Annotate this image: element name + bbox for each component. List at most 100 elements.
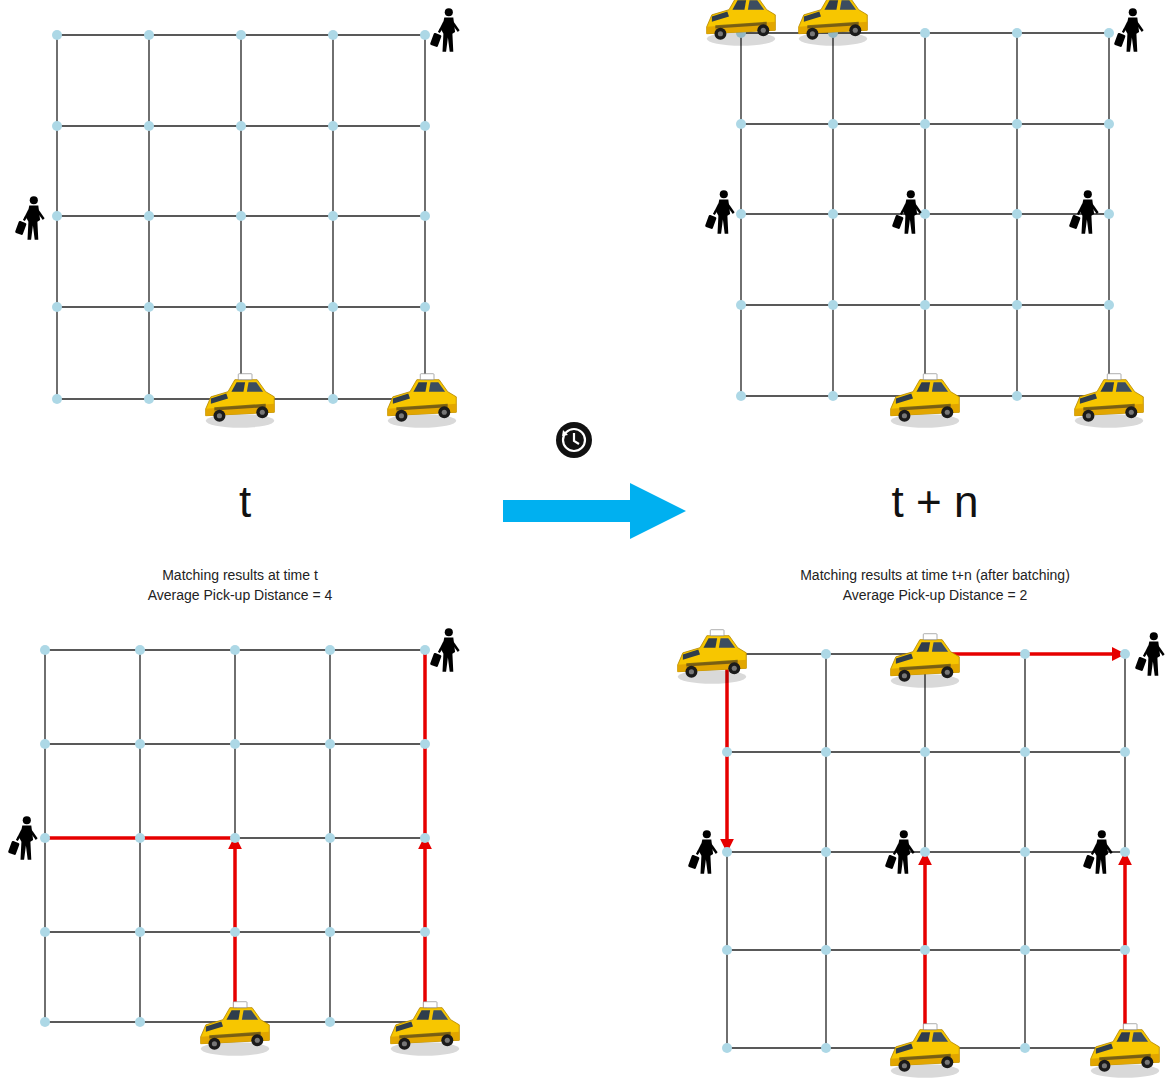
panel-caption: Average Pick-up Distance = 4: [148, 586, 333, 604]
time-label: t: [239, 478, 251, 526]
grid-node: [1012, 209, 1022, 219]
grid-node: [1012, 391, 1022, 401]
grid-node: [325, 833, 335, 843]
grid-node: [236, 30, 246, 40]
passenger-icon: [430, 8, 460, 52]
passenger-icon: [1083, 830, 1113, 874]
grid-node: [1020, 1043, 1030, 1053]
grid-node: [52, 302, 62, 312]
grid-node: [230, 927, 240, 937]
grid-node: [1104, 119, 1114, 129]
grid-node: [920, 945, 930, 955]
grid-node: [135, 1017, 145, 1027]
taxi-icon: [678, 630, 747, 684]
grid-node: [420, 927, 430, 937]
grid-node: [1104, 300, 1114, 310]
grid-node: [144, 302, 154, 312]
clock-icon: [556, 422, 592, 458]
taxi-icon: [388, 374, 457, 428]
grid-node: [135, 645, 145, 655]
grid-layer: [45, 33, 1125, 1048]
passenger-icon: [885, 830, 915, 874]
passenger-icon: [1069, 190, 1099, 234]
grid-node: [230, 833, 240, 843]
panel-caption: Matching results at time t+n (after batc…: [800, 566, 1070, 584]
icon-layer: [8, 0, 1165, 1078]
taxi-icon: [1091, 1024, 1160, 1078]
grid-node: [828, 391, 838, 401]
grid-nodes: [40, 28, 1130, 1053]
grid-node: [1120, 847, 1130, 857]
grid-node: [1012, 28, 1022, 38]
grid-node: [52, 211, 62, 221]
grid-node: [144, 394, 154, 404]
passenger-icon: [8, 816, 38, 860]
grid-node: [920, 847, 930, 857]
time-arrow-head: [630, 483, 686, 539]
grid-node: [420, 833, 430, 843]
grid-node: [328, 394, 338, 404]
grid-node: [821, 747, 831, 757]
time-label: t + n: [892, 478, 979, 526]
grid-node: [230, 739, 240, 749]
taxi-icon: [707, 0, 776, 46]
grid-node: [722, 1043, 732, 1053]
panel-caption: Matching results at time t: [162, 566, 318, 584]
grid-node: [1020, 945, 1030, 955]
grid-node: [828, 209, 838, 219]
grid-node: [828, 300, 838, 310]
grid-node: [52, 121, 62, 131]
grid-node: [420, 645, 430, 655]
grid-node: [144, 121, 154, 131]
grid-node: [230, 645, 240, 655]
taxi-icon: [891, 1024, 960, 1078]
grid-node: [828, 119, 838, 129]
grid-node: [920, 119, 930, 129]
grid-node: [1020, 649, 1030, 659]
grid-node: [40, 927, 50, 937]
grid-node: [325, 927, 335, 937]
grid-node: [1120, 945, 1130, 955]
grid-node: [821, 945, 831, 955]
grid-node: [40, 645, 50, 655]
grid-node: [1020, 847, 1030, 857]
grid-node: [328, 121, 338, 131]
grid-node: [40, 739, 50, 749]
passenger-icon: [15, 196, 45, 240]
grid-node: [920, 28, 930, 38]
taxi-icon: [391, 1002, 460, 1056]
panel-caption: Average Pick-up Distance = 2: [843, 586, 1028, 604]
grid-node: [920, 300, 930, 310]
taxi-icon: [1075, 374, 1144, 428]
taxi-icon: [891, 634, 960, 688]
grid-node: [1020, 747, 1030, 757]
grid-node: [236, 211, 246, 221]
grid-node: [1120, 747, 1130, 757]
grid-node: [135, 833, 145, 843]
passenger-icon: [688, 830, 718, 874]
grid-node: [920, 747, 930, 757]
grid-node: [821, 847, 831, 857]
passenger-icon: [1114, 8, 1144, 52]
taxi-icon: [799, 0, 868, 46]
grid-node: [722, 747, 732, 757]
taxi-icon: [206, 374, 275, 428]
grid-node: [325, 1017, 335, 1027]
pickup-routes: [45, 650, 1125, 1048]
grid-node: [135, 927, 145, 937]
grid-node: [52, 30, 62, 40]
grid-node: [736, 209, 746, 219]
passenger-icon: [430, 628, 460, 672]
grid-node: [328, 211, 338, 221]
grid-node: [420, 121, 430, 131]
grid-node: [736, 391, 746, 401]
time-arrow: [503, 500, 633, 522]
grid-node: [722, 945, 732, 955]
grid-node: [236, 302, 246, 312]
grid-node: [144, 30, 154, 40]
grid-node: [821, 1043, 831, 1053]
grid-node: [420, 302, 430, 312]
grid-node: [52, 394, 62, 404]
grid-node: [328, 30, 338, 40]
